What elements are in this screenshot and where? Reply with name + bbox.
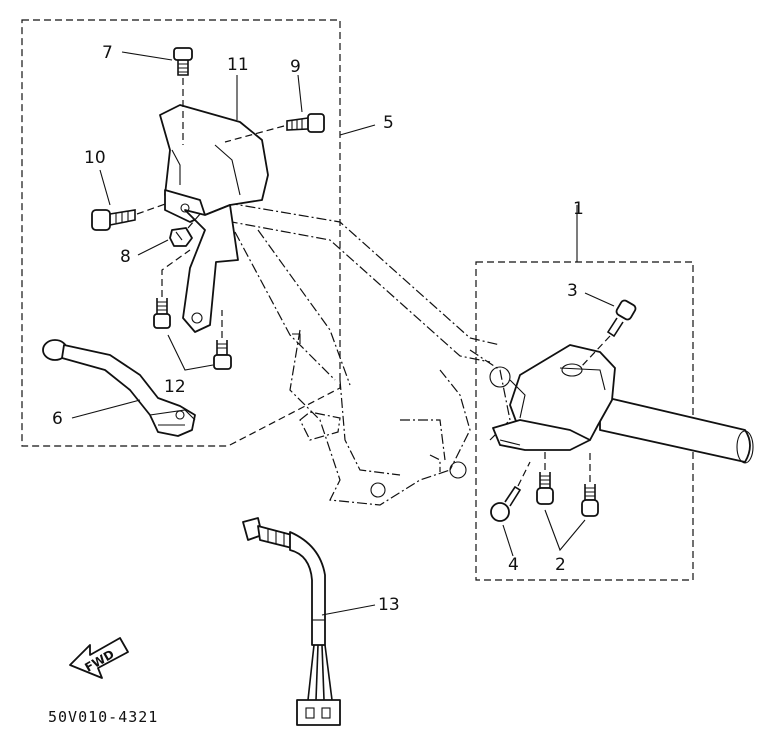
leader-4	[502, 524, 514, 557]
callout-4: 4	[508, 555, 519, 575]
group-box-left	[21, 19, 341, 447]
nut-8	[169, 213, 201, 247]
callout-10: 10	[84, 148, 106, 168]
leader-7	[121, 51, 173, 61]
callout-8: 8	[120, 247, 131, 267]
screw-10	[91, 202, 169, 231]
handlebar-frame	[209, 199, 511, 506]
leader-10	[99, 169, 111, 206]
callout-1: 1	[573, 199, 584, 219]
screw-12a	[153, 249, 191, 329]
leader-8	[137, 239, 169, 256]
callout-7: 7	[102, 43, 113, 63]
switch-13	[242, 517, 341, 726]
callout-11: 11	[227, 55, 249, 75]
callout-2: 2	[555, 555, 566, 575]
leader-9	[297, 74, 303, 113]
callout-9: 9	[290, 57, 301, 77]
callout-13: 13	[378, 595, 400, 615]
fwd-arrow-icon: FWD	[69, 637, 129, 679]
leader-12	[167, 334, 214, 371]
leader-13	[321, 604, 376, 616]
screw-9	[224, 113, 325, 143]
leader-3	[584, 292, 615, 307]
leader-6	[71, 399, 141, 419]
left-lever-bracket	[159, 104, 269, 333]
screw-2b	[581, 450, 599, 517]
screw-12b	[213, 310, 232, 370]
screw-3	[579, 299, 637, 369]
callout-5: 5	[383, 113, 394, 133]
callout-3: 3	[567, 281, 578, 301]
right-master-cylinder	[492, 344, 754, 464]
callout-6: 6	[52, 409, 63, 429]
screw-2a	[536, 450, 554, 505]
leader-2	[544, 509, 586, 552]
clutch-lever-6	[42, 339, 196, 437]
leader-5	[339, 124, 376, 136]
part-code: 50V010-4321	[48, 708, 158, 726]
callout-12: 12	[164, 377, 186, 397]
screw-4	[490, 461, 531, 522]
screw-7	[173, 47, 193, 145]
